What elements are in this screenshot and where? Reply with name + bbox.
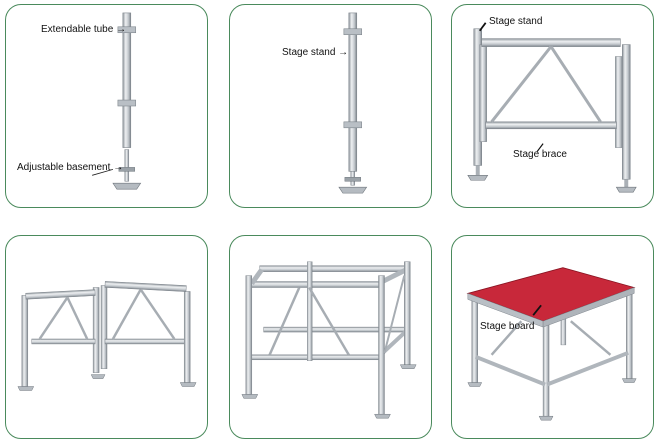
extendable-tube-illustration xyxy=(92,12,142,190)
stage-brace-illustration xyxy=(467,22,637,193)
adjustable-basement-label: Adjustable basement → xyxy=(17,162,124,173)
panel-stage-brace: Stage stand Stage brace xyxy=(451,4,654,208)
stage-stand-label: Stage stand → xyxy=(282,47,349,58)
panel-extendable-tube: Extendable tube → Adjustable basement → xyxy=(5,4,208,208)
stage-brace-label: Stage brace xyxy=(513,149,567,160)
stage-stand-top-label: Stage stand xyxy=(489,16,543,27)
stage-board-illustration xyxy=(466,267,637,421)
panel-two-frames xyxy=(5,235,208,439)
four-frame-cube-illustration xyxy=(241,261,417,419)
panel-stage-board: Stage board xyxy=(451,235,654,439)
stage-board-label: Stage board xyxy=(480,321,535,332)
panel-stage-stand: Stage stand → xyxy=(229,4,432,208)
panel-four-frames xyxy=(229,235,432,439)
extendable-tube-label: Extendable tube → xyxy=(41,24,127,35)
two-frame-assembly-illustration xyxy=(17,281,197,391)
stage-stand-illustration xyxy=(338,12,368,194)
